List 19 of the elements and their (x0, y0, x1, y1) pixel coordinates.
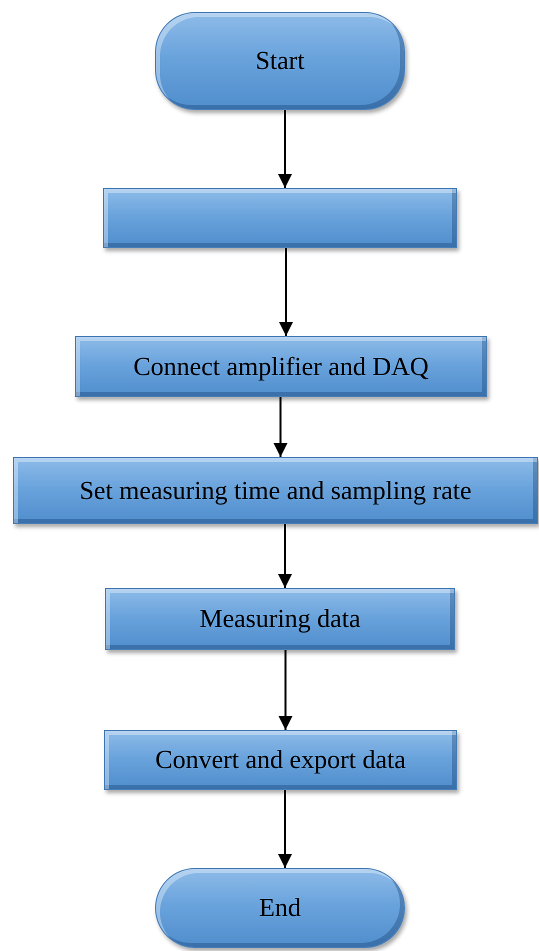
node-label: Connect amplifier and DAQ (133, 352, 429, 382)
process-box (13, 457, 538, 524)
node-label: End (259, 893, 301, 923)
arrow (279, 248, 293, 336)
node-label: Measuring data (199, 604, 360, 634)
arrow (274, 397, 288, 457)
arrow (278, 790, 292, 868)
process-box (105, 588, 455, 650)
terminal-box (155, 868, 405, 948)
node-label: Convert and export data (155, 745, 406, 775)
arrow (278, 650, 292, 730)
node-label: Set measuring time and sampling rate (79, 476, 472, 506)
process-box (103, 188, 457, 248)
process-box (104, 730, 457, 790)
arrow (278, 110, 292, 188)
node-label: Start (255, 46, 305, 76)
arrow (278, 524, 292, 588)
terminal-box (155, 12, 405, 110)
process-box (75, 336, 487, 397)
